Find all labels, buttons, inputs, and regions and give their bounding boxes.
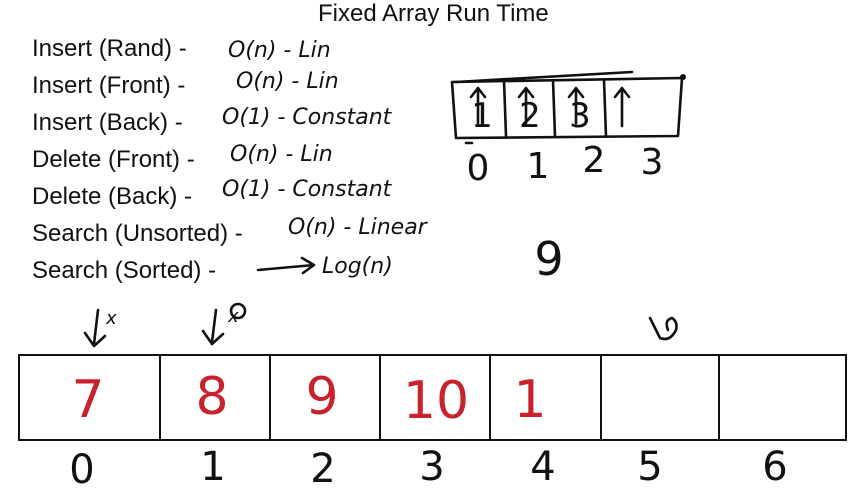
small-array-cell-1: 2 <box>519 96 541 136</box>
main-array-index-2: 2 <box>310 446 335 490</box>
main-array-cell-2: 9 <box>305 367 338 427</box>
main-array-dividers <box>159 355 720 440</box>
page-title: Fixed Array Run Time <box>318 0 549 27</box>
main-array-cell-3: 10 <box>403 371 469 431</box>
small-array-dividers <box>502 78 608 138</box>
main-array <box>18 354 847 441</box>
note-insert-back: O(1) - Constant <box>222 105 393 130</box>
arrow-right-icon <box>256 256 316 275</box>
main-array-index-5: 5 <box>637 444 662 490</box>
operation-delete-front: Delete (Front) - <box>32 146 195 173</box>
operation-insert-front: Insert (Front) - <box>32 72 186 99</box>
main-array-index-1: 1 <box>200 444 225 490</box>
curved-arrow-icon <box>648 316 678 341</box>
small-array-index-1: 1 <box>527 146 550 187</box>
small-array-top-line <box>454 70 634 84</box>
note-search-sorted: Log(n) <box>322 254 393 279</box>
main-array-cell-0: 7 <box>71 370 104 430</box>
cross-mark: x <box>105 308 117 329</box>
small-array-box <box>450 76 684 140</box>
small-array-dot <box>680 74 686 80</box>
main-array-cell-4: 1 <box>513 370 546 430</box>
main-array-index-4: 4 <box>530 444 555 490</box>
note-search-unsorted: O(n) - Linear <box>288 215 429 240</box>
operation-search-unsorted: Search (Unsorted) - <box>32 220 243 247</box>
operation-search-sorted: Search (Sorted) - <box>32 257 217 284</box>
note-delete-front: O(n) - Lin <box>230 142 333 167</box>
operation-insert-back: Insert (Back) - <box>32 109 183 136</box>
operation-insert-rand: Insert (Rand) - <box>32 35 187 62</box>
note-insert-front: O(n) - Lin <box>236 69 339 94</box>
note-delete-back: O(1) - Constant <box>222 177 393 202</box>
loose-number: 9 <box>534 232 563 286</box>
small-array-index-0: 0 <box>467 148 490 189</box>
main-array-index-6: 6 <box>762 444 787 490</box>
small-array-cell-0: 1 <box>471 96 493 136</box>
operations-list: Insert (Rand) - Insert (Front) - Insert … <box>32 30 243 289</box>
main-array-index-3: 3 <box>419 444 444 490</box>
main-array-border <box>18 354 847 441</box>
circle-mark <box>229 302 247 320</box>
small-array-index-3: 3 <box>641 142 664 183</box>
small-array-index-2: 2 <box>583 140 606 181</box>
main-array-index-0: 0 <box>69 447 94 490</box>
down-arrow-icon <box>201 308 225 346</box>
main-array-cell-1: 8 <box>195 367 228 427</box>
small-array-cell-2: 3 <box>569 96 591 136</box>
small-array-up-arrows <box>469 86 631 128</box>
down-arrow-icon <box>83 308 107 348</box>
operation-delete-back: Delete (Back) - <box>32 183 193 210</box>
note-insert-rand: O(n) - Lin <box>228 38 331 63</box>
